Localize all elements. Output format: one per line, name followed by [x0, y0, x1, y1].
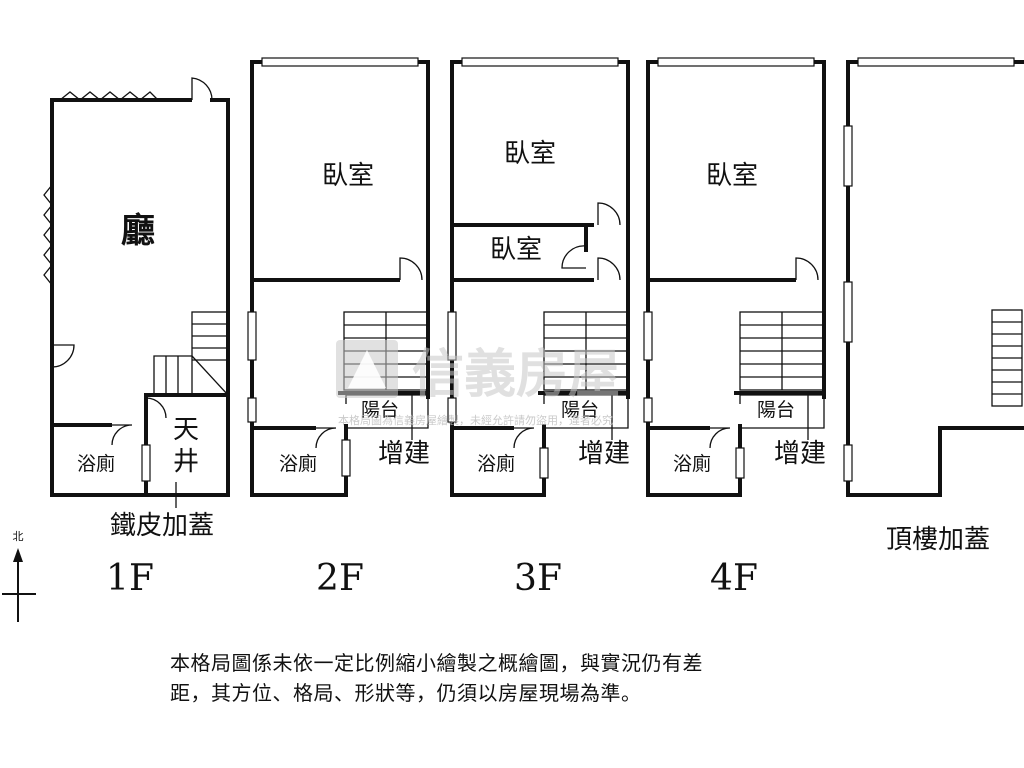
north-compass: 北	[2, 530, 36, 622]
floor-label-4f: 4F	[710, 558, 758, 599]
floor-3f: 臥室 臥室 浴廁 陽台 增建 3F	[447, 57, 630, 599]
balcony-label-3f: 陽台	[561, 399, 599, 421]
floor-label-2f: 2F	[316, 558, 364, 599]
annex-label-3f: 增建	[578, 439, 630, 469]
room-bedroom2-label-3f: 臥室	[490, 235, 542, 265]
room-hall-label: 廳	[121, 211, 155, 251]
disclaimer-note: 本格局圖係未依一定比例縮小繪製之概繪圖，與實況仍有差 距，其方位、格局、形狀等，…	[170, 648, 850, 708]
balcony-label-4f: 陽台	[757, 399, 795, 421]
disclaimer-line-2: 距，其方位、格局、形狀等，仍須以房屋現場為準。	[170, 681, 642, 705]
compass-north-label: 北	[13, 530, 24, 543]
annex-label-2f: 增建	[378, 439, 430, 469]
room-bedroom-label-3f: 臥室	[504, 139, 556, 169]
room-bath-label-4f: 浴廁	[673, 452, 711, 475]
north-arrow-icon	[13, 548, 23, 562]
disclaimer-line-1: 本格局圖係未依一定比例縮小繪製之概繪圖，與實況仍有差	[170, 651, 703, 675]
floor-1f: 廳 浴廁 天 井 鐵皮加蓋 1F	[43, 77, 230, 599]
courtyard-label-top: 天	[173, 415, 199, 445]
room-bath-label-2f: 浴廁	[279, 452, 317, 475]
courtyard-label-bottom: 井	[173, 447, 199, 477]
room-bedroom-label-2f: 臥室	[322, 161, 374, 191]
room-bath-label-1f: 浴廁	[77, 452, 115, 475]
room-bath-label-3f: 浴廁	[477, 452, 515, 475]
annex-label-1f: 鐵皮加蓋	[110, 511, 214, 541]
room-bedroom-label-4f: 臥室	[706, 161, 758, 191]
floor-4f: 臥室 浴廁 陽台 增建 4F	[643, 57, 826, 599]
floor-label-1f: 1F	[106, 558, 154, 599]
floor-label-roof: 頂樓加蓋	[886, 525, 990, 555]
floor-roof: 頂樓加蓋	[843, 57, 1024, 555]
floor-label-3f: 3F	[514, 558, 562, 599]
watermark-text: 本格局圖為信義房屋繪製，未經允許請勿盜用，違者必究	[338, 413, 613, 427]
floor-2f: 臥室 浴廁 陽台 增建 2F	[247, 57, 430, 599]
annex-label-4f: 增建	[774, 439, 826, 469]
watermark: 信義房屋 本格局圖為信義房屋繪製，未經允許請勿盜用，違者必究	[336, 340, 620, 427]
balcony-label-2f: 陽台	[361, 399, 399, 421]
watermark-brand: 信義房屋	[412, 344, 620, 405]
